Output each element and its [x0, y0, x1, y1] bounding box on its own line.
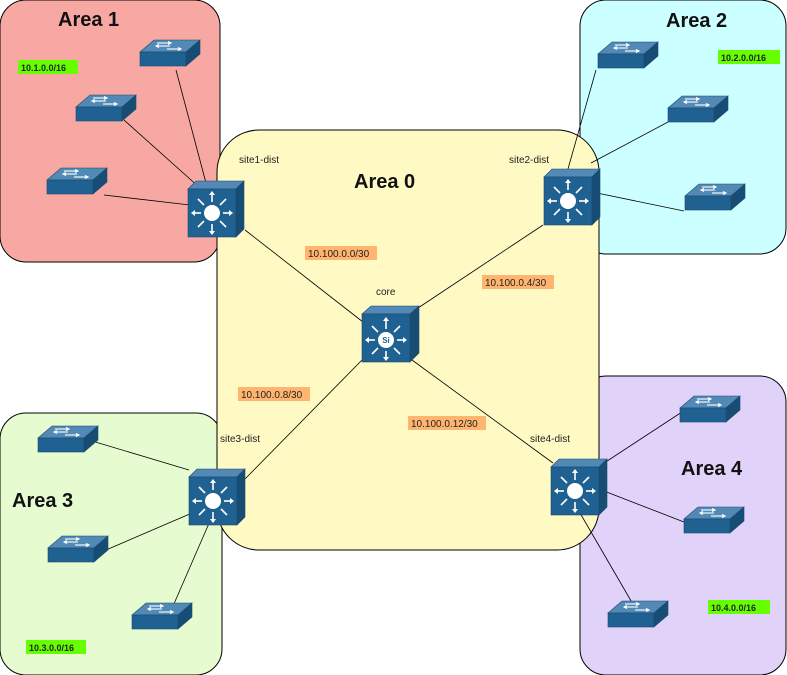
core-si-badge: Si — [382, 336, 390, 345]
link-site1-core-badge — [305, 246, 377, 260]
area-4-title: Area 4 — [681, 458, 743, 480]
area3-access-switch-icon — [131, 602, 193, 630]
link-site2-core-label: 10.100.0.4/30 — [485, 278, 547, 289]
area-0-title: Area 0 — [354, 171, 415, 193]
site4-dist-switch-icon — [550, 458, 608, 516]
site3-dist-label: site3-dist — [220, 434, 260, 445]
link-site4-core-label: 10.100.0.12/30 — [411, 419, 478, 430]
site1-dist-label: site1-dist — [239, 155, 279, 166]
area4-subnet-label: 10.4.0.0/16 — [711, 603, 756, 613]
site4-dist-label: site4-dist — [530, 434, 570, 445]
area-2-box — [579, 0, 787, 255]
link-site4-core-badge — [408, 416, 486, 430]
area1-subnet-badge — [18, 60, 78, 74]
area-1-title: Area 1 — [58, 9, 119, 31]
core-switch-icon: Si — [361, 305, 420, 363]
area2-access-switch-icon — [684, 183, 746, 211]
area4-access-switch-icon — [679, 395, 741, 423]
link-site3-core-badge — [238, 387, 310, 401]
link-site2-core-badge — [482, 275, 554, 289]
area4-access-switch-icon — [683, 506, 745, 534]
link-site3-core-label: 10.100.0.8/30 — [241, 390, 303, 401]
area1-access-switch-icon — [46, 167, 108, 195]
area3-access-switch-icon — [47, 535, 109, 563]
area3-access-switch-icon — [37, 425, 99, 453]
access-links — [81, 69, 686, 614]
area-1-box — [0, 0, 221, 263]
area3-subnet-label: 10.3.0.0/16 — [29, 643, 74, 653]
area-2-title: Area 2 — [666, 10, 727, 32]
area2-access-switch-icon — [667, 95, 729, 123]
area2-subnet-badge — [718, 50, 780, 64]
area4-access-switch-icon — [607, 600, 669, 628]
area-3-box — [0, 412, 223, 675]
link-site1-core-label: 10.100.0.0/30 — [308, 249, 370, 260]
site2-dist-switch-icon — [543, 168, 601, 226]
core-links — [243, 224, 554, 481]
area2-access-switch-icon — [597, 41, 659, 69]
area1-subnet-label: 10.1.0.0/16 — [21, 63, 66, 73]
area2-subnet-label: 10.2.0.0/16 — [721, 53, 766, 63]
area1-access-switch-icon — [139, 39, 201, 67]
site3-dist-switch-icon — [188, 468, 246, 526]
area3-subnet-badge — [26, 640, 86, 654]
area4-subnet-badge — [708, 600, 770, 614]
site1-dist-switch-icon — [187, 180, 245, 238]
core-label: core — [376, 287, 396, 298]
area-3-title: Area 3 — [12, 490, 73, 512]
area1-access-switch-icon — [75, 94, 137, 122]
site2-dist-label: site2-dist — [509, 155, 549, 166]
